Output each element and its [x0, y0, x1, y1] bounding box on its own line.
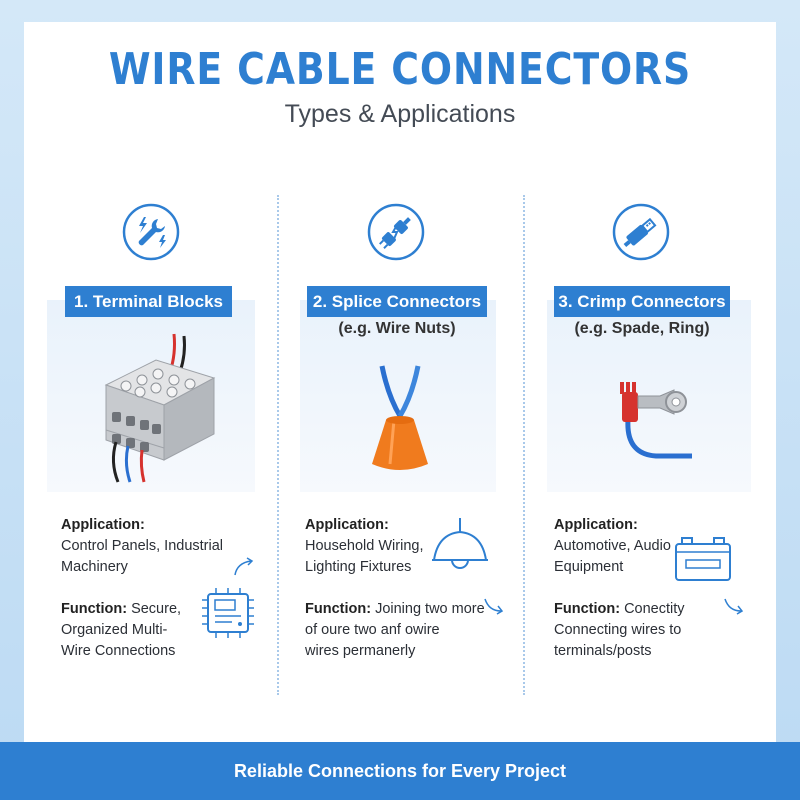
application-text-terminal-blocks: Application: Control Panels, Industrial … [61, 517, 223, 575]
curved-arrow-icon [722, 596, 746, 623]
column-divider [523, 195, 525, 695]
page-subtitle: Types & Applications [284, 100, 516, 128]
footer-tagline: Reliable Connections for Every Project [0, 742, 800, 800]
application-text-splice-connectors: Application: Household Wiring, Lighting … [305, 517, 424, 575]
function-text-terminal-blocks: Function: Secure, Organized Multi- Wire … [61, 601, 182, 659]
wire-nut-illustration [360, 360, 440, 478]
section-sublabel-crimp-connectors: (e.g. Spade, Ring) [574, 320, 710, 337]
column-divider [277, 195, 279, 695]
function-text-crimp-connectors: Function: Conectity Connecting wires to … [554, 601, 685, 659]
curved-arrow-icon [482, 596, 506, 623]
crimp-connector-illustration [612, 372, 692, 464]
page-title: WIRE CABLE CONNECTORS [108, 44, 692, 95]
section-sublabel-splice-connectors: (e.g. Wire Nuts) [338, 320, 456, 337]
plug-icon [367, 203, 425, 261]
ceiling-lamp-icon [428, 516, 488, 583]
curved-arrow-icon [232, 556, 256, 583]
car-battery-icon [672, 534, 734, 589]
circuit-board-icon [198, 586, 258, 645]
usb-plug-icon [612, 203, 670, 261]
function-text-splice-connectors: Function: Joining two more of oure two a… [305, 601, 485, 659]
section-label-crimp-connectors: 3. Crimp Connectors [554, 286, 730, 317]
section-label-terminal-blocks: 1. Terminal Blocks [65, 286, 232, 317]
section-label-splice-connectors: 2. Splice Connectors [307, 286, 487, 317]
application-text-crimp-connectors: Application: Automotive, Audio Equipment [554, 517, 671, 575]
wrench-lightning-icon [122, 203, 180, 261]
terminal-block-illustration [96, 330, 216, 490]
